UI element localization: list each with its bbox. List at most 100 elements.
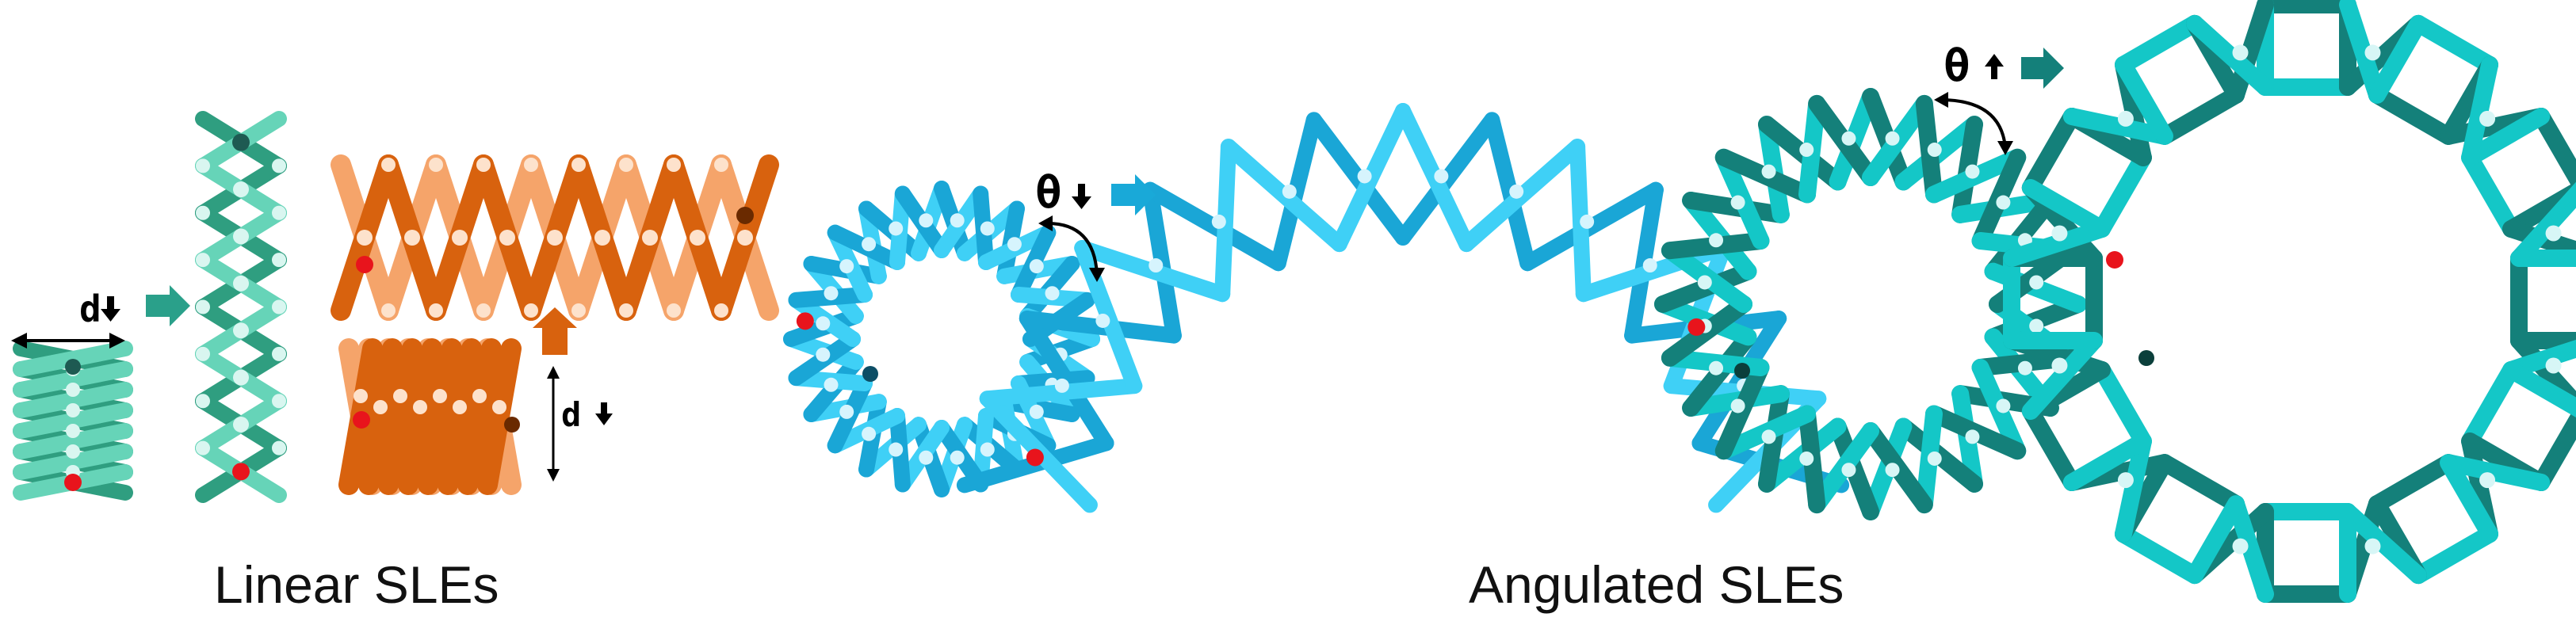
joint — [66, 444, 80, 459]
theta-label-2: θ — [1943, 40, 1970, 92]
joint — [1434, 169, 1449, 184]
joint — [1996, 195, 2011, 210]
joint — [272, 253, 286, 268]
scissor-bar — [2021, 107, 2081, 197]
joint — [2364, 538, 2381, 554]
joint — [619, 158, 633, 172]
pin-red — [232, 463, 250, 481]
joint — [272, 440, 286, 455]
joint — [571, 303, 586, 318]
pin-red — [2106, 251, 2123, 269]
joint — [862, 237, 877, 252]
scissor-bar — [2227, 0, 2274, 104]
joint — [816, 316, 831, 331]
joint — [272, 346, 286, 361]
joint — [233, 416, 249, 433]
scissor-bar — [438, 338, 482, 495]
joint — [889, 442, 904, 457]
joint — [1007, 237, 1022, 252]
scissor-bar — [2440, 454, 2551, 492]
scissor-bar — [2409, 14, 2499, 74]
scissor-bar — [2093, 360, 2152, 451]
scissor-bar — [2155, 454, 2245, 513]
scissor-bar — [2532, 405, 2576, 492]
pin-dark — [862, 366, 878, 382]
joint — [196, 253, 210, 268]
scissor-bar — [13, 423, 133, 459]
joint — [1927, 143, 1942, 158]
pin-red — [356, 256, 373, 273]
caption-angulated-sles: Angulated SLEs — [1469, 555, 1844, 614]
joint — [272, 394, 286, 409]
scissor-bar — [2155, 86, 2245, 145]
joint — [2479, 110, 2496, 127]
joint — [381, 303, 396, 318]
joint — [476, 158, 491, 172]
scissor-bar — [2186, 495, 2245, 585]
joint — [2232, 44, 2249, 61]
joint — [1580, 214, 1595, 229]
joint — [196, 299, 210, 314]
scissor-bar — [2409, 525, 2499, 585]
joint — [429, 303, 443, 318]
joint — [2017, 360, 2032, 375]
joint — [1709, 233, 1724, 248]
joint — [196, 346, 210, 361]
joint — [824, 377, 839, 392]
joint — [950, 450, 965, 465]
joint — [196, 158, 210, 173]
joint — [2051, 225, 2068, 242]
scissor-bar — [457, 338, 502, 495]
angulated-sle-star-ring — [1654, 88, 2087, 520]
joint — [980, 221, 995, 236]
joint — [404, 230, 420, 246]
scissor-bar — [2114, 55, 2173, 145]
joint — [2051, 357, 2068, 374]
joint — [642, 230, 658, 246]
linear-sle-orange-compressed — [338, 338, 522, 495]
joint — [919, 450, 934, 465]
joint — [950, 213, 965, 228]
right-arrow-icon — [2021, 48, 2064, 89]
joint — [393, 389, 407, 403]
joint — [2029, 275, 2044, 290]
joint — [476, 303, 491, 318]
pin-dark — [504, 417, 520, 433]
joint — [233, 228, 249, 245]
scissor-bar — [2186, 14, 2274, 96]
joint — [196, 205, 210, 220]
joint — [619, 303, 633, 318]
up-arrow-icon — [533, 307, 577, 355]
scissor-bar — [2502, 220, 2576, 260]
joint — [1282, 184, 1297, 199]
pin-red — [64, 474, 82, 491]
joint — [381, 158, 396, 172]
joint — [66, 403, 80, 417]
joint — [1029, 404, 1044, 419]
joint — [889, 221, 904, 236]
scissor-bar — [2368, 86, 2458, 145]
joint — [2479, 472, 2496, 489]
joint — [1841, 463, 1856, 478]
scissor-bar — [2368, 14, 2427, 104]
joint — [571, 158, 586, 172]
joint — [66, 424, 80, 438]
scissor-bar — [2003, 220, 2111, 267]
down-arrow-icon — [101, 296, 120, 322]
joint — [1509, 184, 1524, 199]
joint — [1761, 429, 1776, 444]
joint — [1885, 131, 1900, 146]
joint — [373, 400, 388, 414]
joint — [524, 303, 538, 318]
joint — [690, 230, 705, 246]
scissor-bar — [2114, 525, 2204, 585]
joint — [1927, 451, 1942, 466]
joint — [2364, 44, 2381, 61]
joint — [453, 400, 467, 414]
joint — [1709, 360, 1724, 375]
pin-red — [796, 312, 814, 330]
joint — [1965, 429, 1980, 444]
scissor-bar — [2502, 339, 2576, 379]
joint — [547, 230, 563, 246]
joint — [1730, 195, 1745, 210]
